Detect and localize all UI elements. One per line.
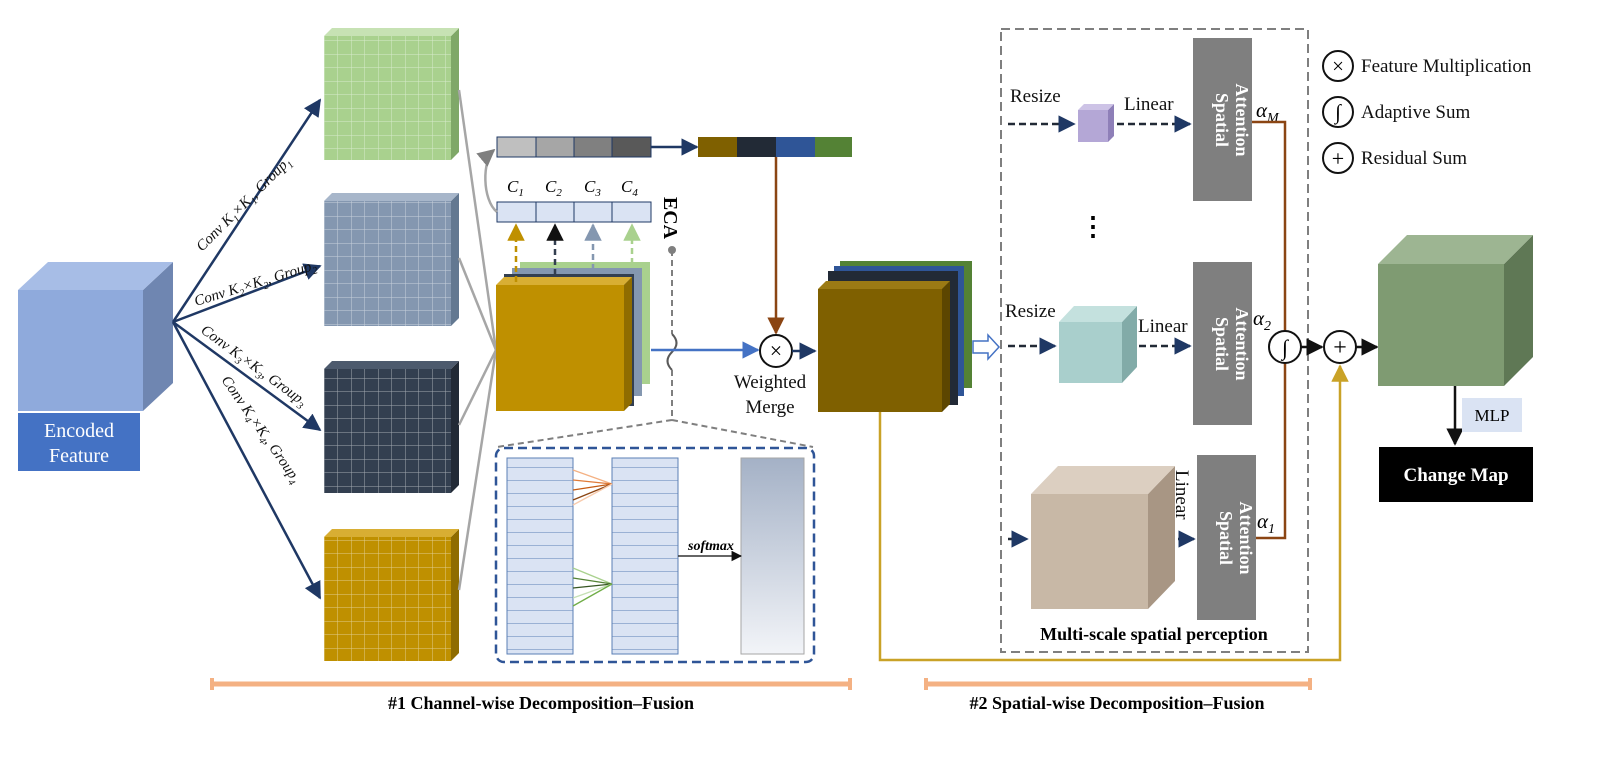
linear-label-mid: Linear bbox=[1138, 316, 1188, 337]
resize-cube-large bbox=[1031, 466, 1175, 609]
svg-text:∫: ∫ bbox=[1280, 335, 1290, 361]
svg-text:+: + bbox=[1332, 146, 1344, 171]
resize-label-top: Resize bbox=[1010, 86, 1061, 107]
svg-text:Attention: Attention bbox=[1232, 308, 1252, 381]
resize-label-mid: Resize bbox=[1005, 301, 1056, 322]
eca-detail-box: softmax bbox=[494, 446, 816, 664]
alpha-1-label: α1 bbox=[1257, 509, 1275, 537]
multi-scale-title: Multi-scale spatial perception bbox=[1040, 624, 1268, 644]
encoded-feature-cube bbox=[18, 262, 173, 411]
svg-text:Feature: Feature bbox=[49, 445, 109, 467]
legend: × Feature Multiplication ∫ Adaptive Sum … bbox=[1322, 50, 1532, 174]
softmax-label: softmax bbox=[687, 539, 734, 554]
svg-text:∫: ∫ bbox=[1333, 100, 1342, 125]
svg-text:Spatial: Spatial bbox=[1216, 511, 1236, 565]
adaptive-sum-node: ∫ bbox=[1268, 330, 1302, 364]
weighted-merge-label-2: Merge bbox=[745, 397, 794, 418]
svg-text:Change Map: Change Map bbox=[1403, 465, 1508, 486]
conv-label-1: Conv K1×K1, Group1 bbox=[194, 154, 297, 257]
svg-text:MLP: MLP bbox=[1475, 406, 1510, 425]
section-bar-1 bbox=[210, 678, 852, 690]
weighted-merge-label-1: Weighted bbox=[734, 372, 807, 393]
svg-text:C1: C1 bbox=[507, 177, 524, 199]
alpha-2-label: α2 bbox=[1253, 306, 1271, 334]
stacked-feature-cube bbox=[496, 262, 650, 411]
svg-text:Residual Sum: Residual Sum bbox=[1361, 148, 1467, 169]
residual-sum-node: + bbox=[1323, 330, 1357, 364]
encoded-feature-label: Encoded Feature bbox=[18, 413, 140, 471]
alpha-lines bbox=[1252, 120, 1287, 540]
branch-cube-3 bbox=[324, 361, 459, 493]
branch-merge-lines bbox=[457, 89, 498, 591]
linear-label-bottom: Linear bbox=[1171, 470, 1192, 520]
branch-cube-4 bbox=[324, 529, 459, 661]
svg-text:+: + bbox=[1333, 335, 1347, 361]
residual-path bbox=[878, 364, 1349, 662]
legend-feature-multiplication: × Feature Multiplication bbox=[1322, 50, 1532, 82]
mlp-box: MLP bbox=[1462, 398, 1522, 432]
spatial-attention-bottom: Spatial Attention bbox=[1197, 455, 1256, 620]
legend-residual-sum: + Residual Sum bbox=[1322, 142, 1467, 174]
svg-text:Spatial: Spatial bbox=[1212, 317, 1232, 371]
svg-text:Encoded: Encoded bbox=[44, 420, 114, 442]
merged-feature-cube bbox=[818, 261, 972, 412]
resize-cube-mid bbox=[1059, 306, 1137, 383]
change-map-box: Change Map bbox=[1379, 447, 1533, 502]
svg-text:Feature Multiplication: Feature Multiplication bbox=[1361, 56, 1532, 77]
channel-labels: C1 C2 C3 C4 bbox=[507, 177, 638, 199]
svg-text:Adaptive Sum: Adaptive Sum bbox=[1361, 102, 1470, 123]
eca-link bbox=[496, 246, 814, 448]
channel-pool-arrows bbox=[507, 223, 641, 282]
svg-text:Attention: Attention bbox=[1232, 84, 1252, 157]
legend-adaptive-sum: ∫ Adaptive Sum bbox=[1322, 96, 1470, 128]
to-spatial-arrow bbox=[972, 333, 1001, 361]
spatial-attention-top: Spatial Attention bbox=[1193, 38, 1252, 201]
weighted-merge-node: × bbox=[759, 334, 793, 368]
conv-branch-arrows bbox=[171, 98, 322, 600]
svg-text:×: × bbox=[770, 338, 782, 363]
output-feature-cube bbox=[1378, 235, 1533, 386]
section-bar-2 bbox=[924, 678, 1312, 690]
svg-text:Spatial: Spatial bbox=[1212, 93, 1232, 147]
svg-text:Attention: Attention bbox=[1236, 502, 1256, 575]
resize-cube-small bbox=[1078, 104, 1114, 142]
svg-text:×: × bbox=[1332, 54, 1344, 78]
section-label-1: #1 Channel-wise Decomposition–Fusion bbox=[388, 693, 694, 713]
branch-cube-1 bbox=[324, 28, 459, 160]
svg-text:C4: C4 bbox=[621, 177, 638, 199]
channel-weight-vector bbox=[698, 137, 852, 157]
linear-label-top: Linear bbox=[1124, 94, 1174, 115]
eca-channel-vector bbox=[496, 201, 652, 223]
branch-cube-2 bbox=[324, 193, 459, 326]
section-label-2: #2 Spatial-wise Decomposition–Fusion bbox=[969, 693, 1264, 713]
eca-label: ECA bbox=[659, 197, 681, 240]
svg-text:C2: C2 bbox=[545, 177, 562, 199]
spatial-attention-mid: Spatial Attention bbox=[1193, 262, 1252, 425]
eca-loop-arrow bbox=[476, 148, 498, 213]
svg-text:C3: C3 bbox=[584, 177, 601, 199]
branch-ellipsis: ⋮ bbox=[1080, 212, 1106, 241]
eca-top-vector bbox=[496, 136, 652, 158]
